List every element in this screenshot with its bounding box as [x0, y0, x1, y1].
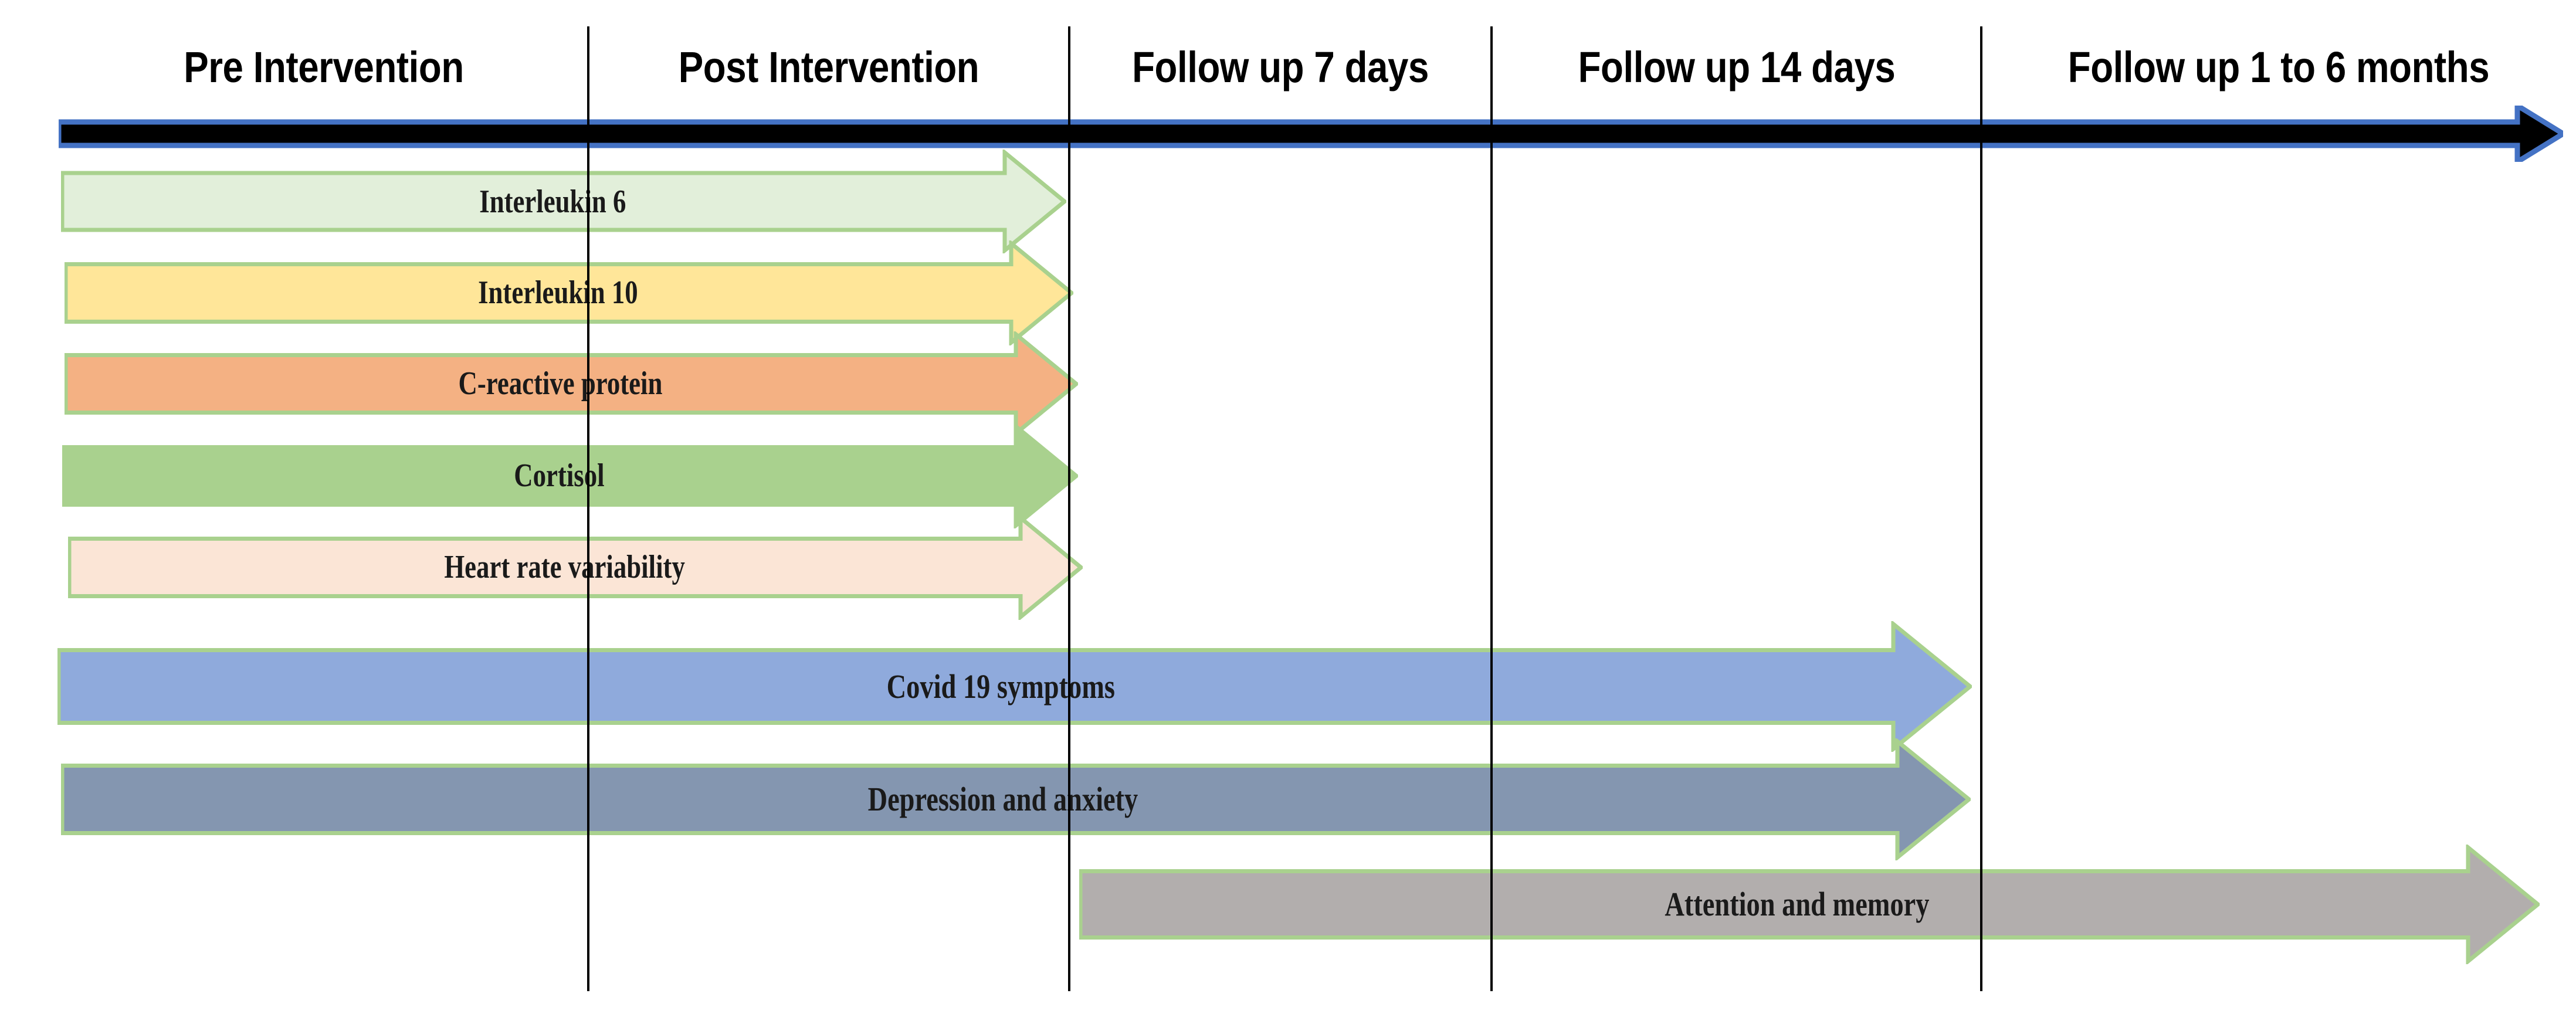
measure-arrow-interleukin-10: Interleukin 10 — [65, 240, 1073, 345]
measure-arrow-shape-attention-and-memory — [1079, 844, 2540, 964]
measure-arrow-attention-and-memory: Attention and memory — [1079, 844, 2540, 964]
measure-label-text-c-reactive-protein: C-reactive protein — [458, 365, 663, 402]
measure-arrow-shape-interleukin-10 — [65, 240, 1073, 345]
measure-arrow-depression-and-anxiety: Depression and anxiety — [61, 738, 1971, 860]
period-label-follow-up-14-days: Follow up 14 days — [1578, 43, 1895, 91]
measure-label-interleukin-10: Interleukin 10 — [65, 240, 1052, 345]
divider-before-follow-up-7-days — [1068, 26, 1070, 991]
measure-label-text-attention-and-memory: Attention and memory — [1665, 885, 1930, 923]
measure-label-attention-and-memory: Attention and memory — [1079, 845, 2514, 964]
measure-arrow-c-reactive-protein: C-reactive protein — [65, 331, 1078, 436]
measure-arrow-interleukin-6: Interleukin 6 — [61, 150, 1066, 253]
measure-label-depression-and-anxiety: Depression and anxiety — [61, 738, 1945, 860]
measure-arrow-shape-c-reactive-protein — [65, 331, 1078, 436]
measure-label-text-heart-rate-variability: Heart rate variability — [444, 549, 685, 585]
measure-label-covid-19-symptoms: Covid 19 symptoms — [57, 621, 1944, 752]
measure-label-text-interleukin-10: Interleukin 10 — [478, 274, 638, 311]
measure-label-text-depression-and-anxiety: Depression and anxiety — [867, 780, 1138, 818]
measure-arrow-covid-19-symptoms: Covid 19 symptoms — [57, 620, 1972, 752]
measure-arrow-heart-rate-variability: Heart rate variability — [68, 514, 1083, 620]
divider-before-follow-up-1-6-months — [1980, 26, 1982, 991]
period-label-follow-up-1-6-months: Follow up 1 to 6 months — [2067, 43, 2490, 91]
measure-label-heart-rate-variability: Heart rate variability — [68, 515, 1061, 620]
measure-label-text-interleukin-6: Interleukin 6 — [479, 183, 626, 220]
period-label-pre-intervention: Pre Intervention — [183, 43, 464, 91]
measure-label-cortisol: Cortisol — [62, 423, 1056, 528]
divider-before-follow-up-14-days — [1490, 26, 1493, 991]
measure-arrow-cortisol: Cortisol — [62, 423, 1078, 528]
measure-arrow-shape-interleukin-6 — [61, 150, 1066, 253]
measure-label-text-cortisol: Cortisol — [514, 457, 605, 494]
measure-arrow-shape-heart-rate-variability — [68, 514, 1083, 620]
period-label-follow-up-7-days: Follow up 7 days — [1132, 43, 1429, 91]
measure-arrow-shape-cortisol — [62, 423, 1078, 528]
measure-label-text-covid-19-symptoms: Covid 19 symptoms — [886, 667, 1116, 706]
period-label-post-intervention: Post Intervention — [678, 43, 979, 91]
timeline-arrow-shape — [59, 106, 2563, 162]
measure-label-c-reactive-protein: C-reactive protein — [65, 331, 1056, 436]
measure-label-interleukin-6: Interleukin 6 — [61, 150, 1045, 253]
main-timeline-arrow — [59, 106, 2563, 162]
divider-before-post-intervention — [587, 26, 589, 991]
